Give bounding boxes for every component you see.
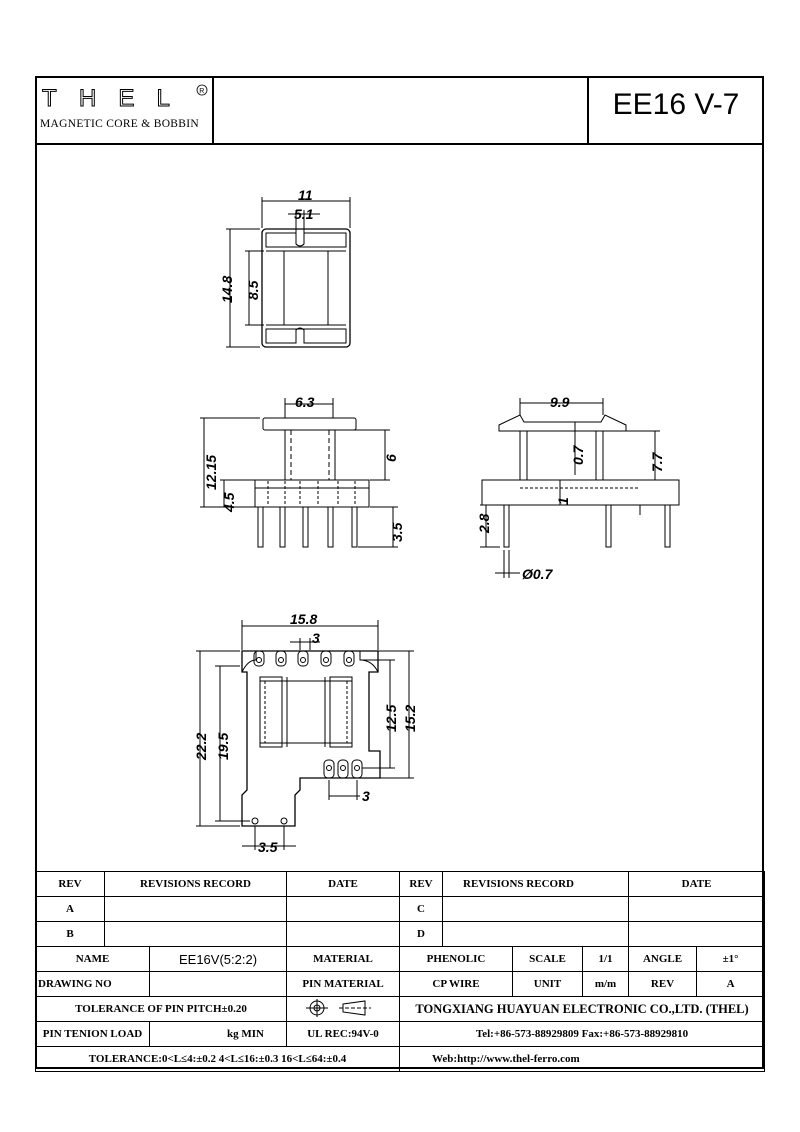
dim-bottom-width: 15.8 [290, 611, 317, 627]
dim-top-slot: 5.1 [294, 206, 314, 222]
side-view [480, 398, 680, 578]
svg-text:R: R [199, 88, 204, 95]
dim-side-height: 7.7 [649, 451, 665, 472]
date-header-right: DATE [628, 871, 766, 897]
technical-drawing: 11 5.1 14.8 8.5 6.3 12.15 4.5 6 3.5 9.9 … [193, 187, 680, 855]
projection-symbol [286, 996, 401, 1022]
revisions-header-right: REVISIONS RECORD [442, 871, 630, 897]
dim-side-base: 1 [555, 497, 571, 505]
header-divider [35, 143, 764, 145]
title-divider [587, 76, 589, 144]
pin-tension-unit: kg MIN [148, 1021, 288, 1047]
date-header-left: DATE [286, 871, 401, 897]
top-view [226, 197, 351, 348]
company-name: TONGXIANG HUAYUAN ELECTRONIC CO.,LTD. (T… [399, 996, 766, 1022]
front-view [200, 398, 398, 548]
bottom-view [196, 620, 414, 850]
logo-subtitle: MAGNETIC CORE & BOBBIN [40, 118, 199, 130]
unit-value: m/m [582, 971, 630, 997]
dim-top-height: 14.8 [219, 276, 235, 303]
pin-tension-label: PIN TENION LOAD [35, 1021, 150, 1047]
dim-bottom-length: 22.2 [193, 733, 209, 761]
name-value: EE16V(5:2:2) [148, 946, 288, 972]
dim-front-base: 4.5 [221, 492, 237, 513]
name-label: NAME [35, 946, 150, 972]
pin-material-label: PIN MATERIAL [286, 971, 401, 997]
dim-front-winding: 6 [383, 454, 399, 462]
dim-top-width: 11 [298, 187, 313, 203]
pin-material-value: CP WIRE [399, 971, 514, 997]
dim-front-flange: 6.3 [295, 394, 315, 410]
dim-side-wall: 0.7 [570, 444, 586, 465]
material-label: MATERIAL [286, 946, 401, 972]
logo-wordmark: THEL [42, 85, 192, 112]
rev-d: D [399, 921, 444, 947]
dim-top-window: 8.5 [245, 280, 261, 300]
drawing-no-label: DRAWING NO [35, 971, 150, 997]
dim-bottom-row-gap: 12.5 [383, 705, 399, 732]
dim-front-pin-length: 3.5 [389, 522, 405, 542]
dim-bottom-pitch: 3 [312, 630, 320, 646]
web-address: Web:http://www.thel-ferro.com [399, 1046, 766, 1072]
dim-side-pin-length: 2.8 [476, 513, 492, 534]
rev-c: C [399, 896, 444, 922]
angle-label: ANGLE [628, 946, 698, 972]
logo-divider [212, 76, 214, 144]
part-title: EE16 V-7 [612, 88, 740, 121]
rev-header-right: REV [399, 871, 444, 897]
third-angle-projection-icon [306, 998, 372, 1017]
rev-header-left: REV [35, 871, 105, 897]
revisions-header-left: REVISIONS RECORD [103, 871, 288, 897]
dim-side-width: 9.9 [550, 394, 570, 410]
rev-label: REV [628, 971, 698, 997]
dim-front-height: 12.15 [203, 455, 219, 490]
dim-bottom-pin-span: 19.5 [215, 733, 231, 760]
scale-value: 1/1 [582, 946, 630, 972]
title-block: REV REVISIONS RECORD DATE REV REVISIONS … [34, 871, 766, 1072]
rev-a: A [35, 896, 105, 922]
tel-fax: Tel:+86-573-88929809 Fax:+86-573-8892981… [399, 1021, 766, 1047]
ul-rec: UL REC:94V-0 [286, 1021, 401, 1047]
tolerance-pin-pitch: TOLERANCE OF PIN PITCH±0.20 [34, 996, 288, 1022]
unit-label: UNIT [512, 971, 584, 997]
general-tolerance: TOLERANCE:0<L≤4:±0.2 4<L≤16:±0.3 16<L≤64… [34, 1046, 401, 1072]
dim-bottom-body: 15.2 [402, 705, 418, 732]
rev-value: A [696, 971, 766, 997]
dim-bottom-tab-pitch: 3.5 [258, 839, 278, 855]
angle-value: ±1° [696, 946, 766, 972]
thel-logo: THEL ® R [42, 85, 208, 113]
dim-side-pin-dia: Ø0.7 [522, 566, 554, 582]
dim-bottom-lower-pitch: 3 [362, 788, 370, 804]
scale-label: SCALE [512, 946, 584, 972]
rev-b: B [35, 921, 105, 947]
material-value: PHENOLIC [399, 946, 514, 972]
